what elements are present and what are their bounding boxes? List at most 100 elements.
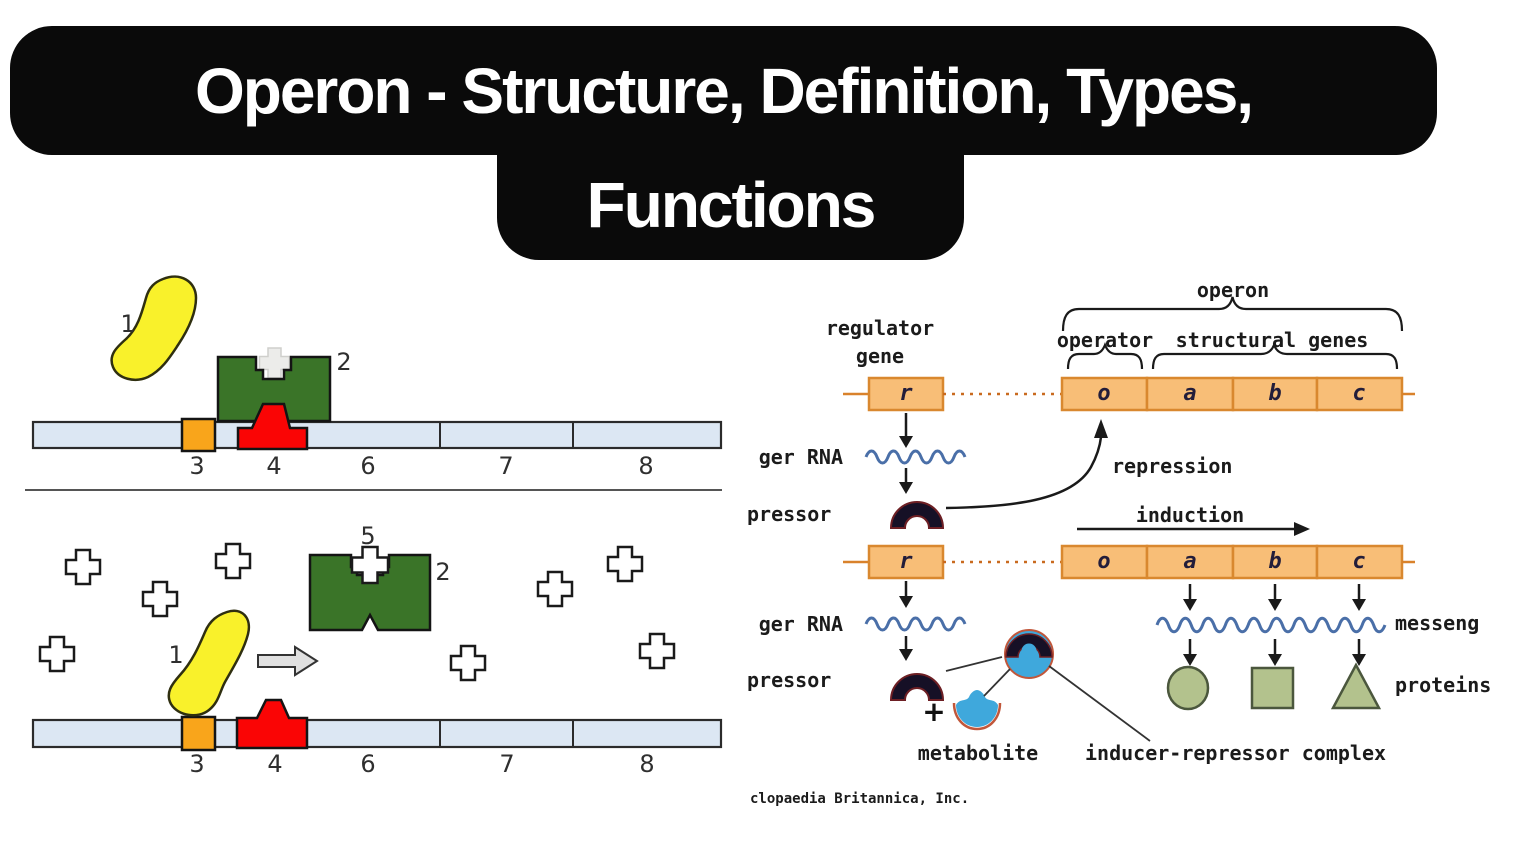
gene-letter-o: o — [1097, 381, 1111, 406]
label-proteins: proteins — [1395, 673, 1492, 697]
mrna-squiggle — [864, 616, 967, 632]
gene-letter-a: a — [1183, 381, 1197, 406]
arrowhead — [1352, 599, 1366, 611]
gene-letter-c: c — [1352, 381, 1366, 406]
gene-box-o — [1060, 376, 1149, 412]
label-operon: operon — [1196, 278, 1270, 302]
operator-segment — [235, 698, 309, 750]
inducer-molecule-icon — [449, 644, 487, 682]
label-repressor-top: pressor — [747, 502, 832, 526]
complex-metabolite-bump — [1021, 643, 1037, 659]
label-gene6: 6 — [360, 452, 376, 480]
mrna-long-squiggle — [1155, 616, 1387, 634]
label-operator-region: operator — [1056, 328, 1154, 352]
promoter-segment — [180, 417, 217, 453]
repressor-arch-shape — [889, 673, 945, 701]
repressor-protein-shape — [216, 355, 332, 423]
gene-letter-r: r — [899, 549, 913, 574]
label-operator: 4 — [267, 750, 283, 778]
label-gene7: 7 — [498, 452, 514, 480]
label-regulator-gene: gene — [855, 344, 905, 368]
label-inducer-molecule: 5 — [360, 522, 376, 550]
label-messenger-rna-top: ger RNA — [758, 445, 843, 469]
operator-brace — [1066, 342, 1144, 370]
label-messenger-rna-right: messeng — [1395, 611, 1480, 635]
inducer-molecule-icon — [606, 545, 644, 583]
label-gene8: 8 — [638, 452, 654, 480]
gene-letter-o: o — [1097, 549, 1111, 574]
label-gene8: 8 — [639, 750, 655, 778]
inducer-blob-shape — [110, 275, 198, 381]
arrowhead — [899, 436, 913, 448]
gene-letter-c: c — [1352, 549, 1366, 574]
arrowhead — [1268, 599, 1282, 611]
gene-box-o — [1060, 544, 1149, 580]
arrowhead — [899, 482, 913, 494]
inducer-molecule-icon — [638, 632, 676, 670]
repression-arrow — [945, 436, 1103, 510]
gene-letter-r: r — [899, 381, 913, 406]
mrna-squiggle — [864, 449, 967, 465]
label-structural-genes: structural genes — [1175, 328, 1369, 352]
gene-box-r — [867, 376, 945, 412]
left-top-panel — [31, 275, 723, 453]
label-repressor-protein: 2 — [336, 348, 352, 376]
label-inducer-blob: 1 — [120, 310, 136, 338]
label-operator: 4 — [266, 452, 282, 480]
inducer-molecule-icon — [38, 635, 76, 673]
arrowhead — [1268, 654, 1282, 666]
label-messenger-rna-bottom: ger RNA — [758, 612, 843, 636]
arrowhead — [1352, 654, 1366, 666]
label-repressor-bottom: pressor — [747, 668, 832, 692]
metabolite-shape — [956, 690, 998, 727]
label-promoter: 3 — [189, 452, 205, 480]
repressor-arch-shape — [889, 501, 945, 529]
arrowhead — [1183, 599, 1197, 611]
gene-box-c — [1315, 376, 1404, 412]
inducer-blob-shape — [167, 609, 251, 717]
dna-strand — [31, 420, 723, 450]
arrowhead — [899, 596, 913, 608]
release-arrow-icon — [257, 645, 319, 677]
plus-sign: + — [922, 695, 946, 728]
label-repression: repression — [1112, 454, 1233, 478]
left-bottom-panel — [31, 542, 723, 752]
promoter-segment — [180, 715, 217, 752]
label-inducer-repressor-complex: inducer-repressor complex — [1085, 741, 1387, 765]
protein-circle-shape — [1166, 665, 1210, 711]
gene-box-a — [1145, 544, 1235, 580]
protein-triangle-shape — [1330, 662, 1382, 710]
connector-line — [983, 668, 1011, 697]
label-inducer-blob: 1 — [168, 641, 184, 669]
gene-letter-b: b — [1268, 549, 1282, 574]
label-promoter: 3 — [189, 750, 205, 778]
arrowhead — [1183, 654, 1197, 666]
page-title-line2: Functions — [586, 169, 877, 241]
gene-letter-b: b — [1268, 381, 1282, 406]
connector-line — [1048, 665, 1151, 742]
arrowhead — [1294, 522, 1310, 536]
operator-segment — [236, 402, 309, 451]
inducer-molecule-icon — [536, 570, 574, 608]
title-banner-second-row: Functions — [497, 150, 964, 260]
right-diagram — [843, 296, 1415, 742]
protein-square-shape — [1250, 666, 1295, 710]
britannica-credit: clopaedia Britannica, Inc. — [750, 791, 970, 807]
label-gene7: 7 — [499, 750, 515, 778]
label-metabolite: metabolite — [917, 741, 1039, 765]
structural-genes-brace — [1151, 342, 1399, 370]
gene-letter-a: a — [1183, 549, 1197, 574]
arrowhead — [1094, 419, 1108, 438]
inducer-molecule-icon — [141, 580, 179, 618]
inducer-molecule-icon — [214, 542, 252, 580]
operon-brace — [1061, 296, 1404, 332]
inducer-molecule-icon — [64, 548, 102, 586]
label-gene6: 6 — [360, 750, 376, 778]
label-induction: induction — [1135, 503, 1245, 527]
metabolite-rim — [952, 702, 1002, 731]
title-banner: Operon - Structure, Definition, Types, — [10, 26, 1437, 155]
gene-box-a — [1145, 376, 1235, 412]
dna-strand — [31, 718, 723, 749]
